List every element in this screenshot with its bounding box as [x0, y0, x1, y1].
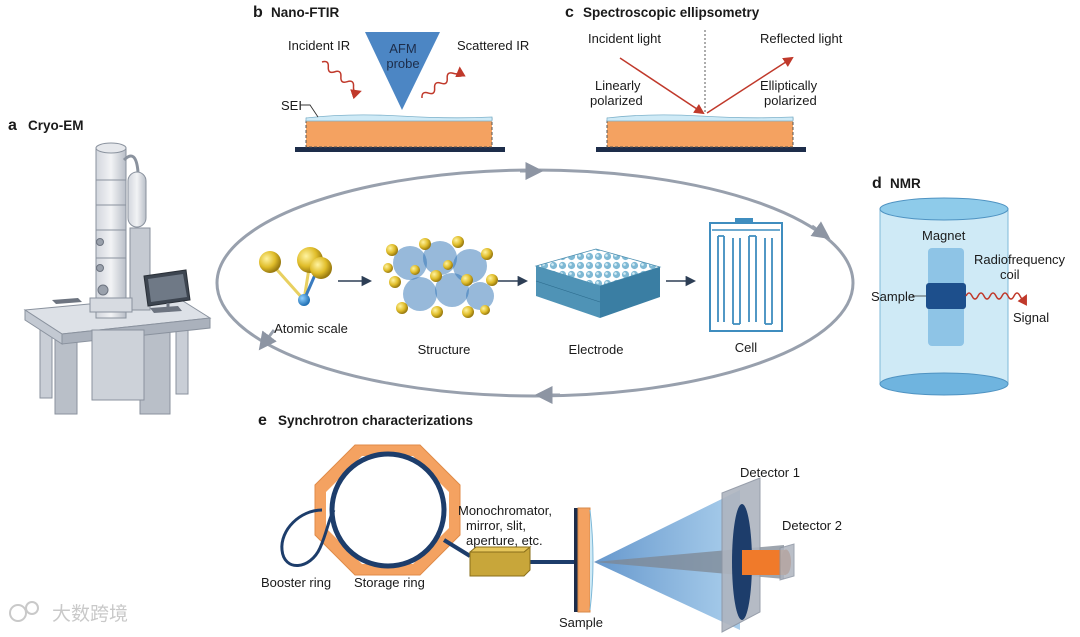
- panel-a: a Cryo-EM: [8, 117, 212, 415]
- panel-b: b Nano-FTIR Incident IR Scattered IR SEI…: [253, 4, 529, 152]
- cell-label: Cell: [735, 340, 758, 355]
- panel-c-letter: c: [565, 4, 574, 21]
- sample-label-nmr: Sample: [871, 289, 915, 304]
- nmr-sample: [926, 283, 966, 309]
- atomic-scale-label: Atomic scale: [274, 321, 348, 336]
- rf-coil-label-1: Radiofrequency: [974, 252, 1066, 267]
- booster-ring-label: Booster ring: [261, 575, 331, 590]
- signal-label: Signal: [1013, 310, 1049, 325]
- panel-d-title: NMR: [890, 176, 921, 191]
- panel-c-title: Spectroscopic ellipsometry: [583, 5, 760, 20]
- nmr-cylinder-icon: [879, 197, 1027, 396]
- substrate: [295, 147, 505, 152]
- watermark: 大数跨境: [9, 601, 128, 625]
- sample-plate-icon: [574, 507, 594, 613]
- linearly-label-1: Linearly: [595, 78, 641, 93]
- panel-d-letter: d: [872, 175, 882, 192]
- panel-a-title: Cryo-EM: [28, 118, 84, 133]
- mono-label-2: mirror, slit,: [466, 518, 526, 533]
- afm-probe-label-2: probe: [386, 56, 419, 71]
- afm-probe-icon: [365, 32, 440, 110]
- sample-layer: [606, 117, 794, 148]
- incident-light-label: Incident light: [588, 31, 661, 46]
- watermark-text: 大数跨境: [52, 603, 128, 625]
- cryo-em-microscope-icon: [23, 142, 212, 415]
- elliptically-label-2: polarized: [764, 93, 817, 108]
- reflected-light-label: Reflected light: [760, 31, 843, 46]
- panel-e: e Synchrotron characterizations Booster …: [258, 412, 842, 633]
- panel-b-title: Nano-FTIR: [271, 5, 339, 20]
- storage-ring-label: Storage ring: [354, 575, 425, 590]
- multiscale-cycle: Atomic scale Structure: [215, 162, 855, 404]
- incident-light-ray: [619, 57, 705, 115]
- electrode-layer: [305, 117, 493, 148]
- magnet-label: Magnet: [922, 228, 966, 243]
- sample-label-synchrotron: Sample: [559, 615, 603, 630]
- battery-cell-icon: [709, 218, 783, 332]
- atomic-scale-icon: [259, 247, 332, 306]
- scattered-ir-wave: [421, 66, 466, 99]
- panel-e-letter: e: [258, 412, 267, 429]
- detector-1-icon: [721, 477, 791, 633]
- electrode-label: Electrode: [569, 342, 624, 357]
- nmr-signal-wave: [965, 292, 1027, 306]
- panel-c: c Spectroscopic ellipsometry Incident li…: [565, 4, 843, 152]
- structure-label: Structure: [418, 342, 471, 357]
- panel-b-letter: b: [253, 4, 263, 21]
- rf-coil-label-2: coil: [1000, 267, 1020, 282]
- reflected-light-ray: [706, 56, 794, 114]
- scattered-ir-label: Scattered IR: [457, 38, 529, 53]
- linearly-label-2: polarized: [590, 93, 643, 108]
- detector-2-label: Detector 2: [782, 518, 842, 533]
- crystal-structure-icon: [383, 236, 498, 318]
- synchrotron-ring-icon: [280, 444, 575, 577]
- detector-2-icon: [779, 543, 795, 581]
- afm-probe-label-1: AFM: [389, 41, 416, 56]
- incident-ir-label: Incident IR: [288, 38, 350, 53]
- mono-label-3: aperture, etc.: [466, 533, 543, 548]
- elliptically-label-1: Elliptically: [760, 78, 818, 93]
- incident-ir-wave: [321, 60, 362, 100]
- panel-e-title: Synchrotron characterizations: [278, 413, 473, 428]
- sei-layer: [305, 114, 493, 122]
- panel-d: d NMR Magnet Radiofrequency coil Sample …: [871, 175, 1066, 396]
- mono-label-1: Monochromator,: [458, 503, 552, 518]
- detector-1-label: Detector 1: [740, 465, 800, 480]
- electrode-icon: [534, 248, 662, 318]
- panel-a-letter: a: [8, 117, 17, 134]
- sei-label: SEI: [281, 98, 302, 113]
